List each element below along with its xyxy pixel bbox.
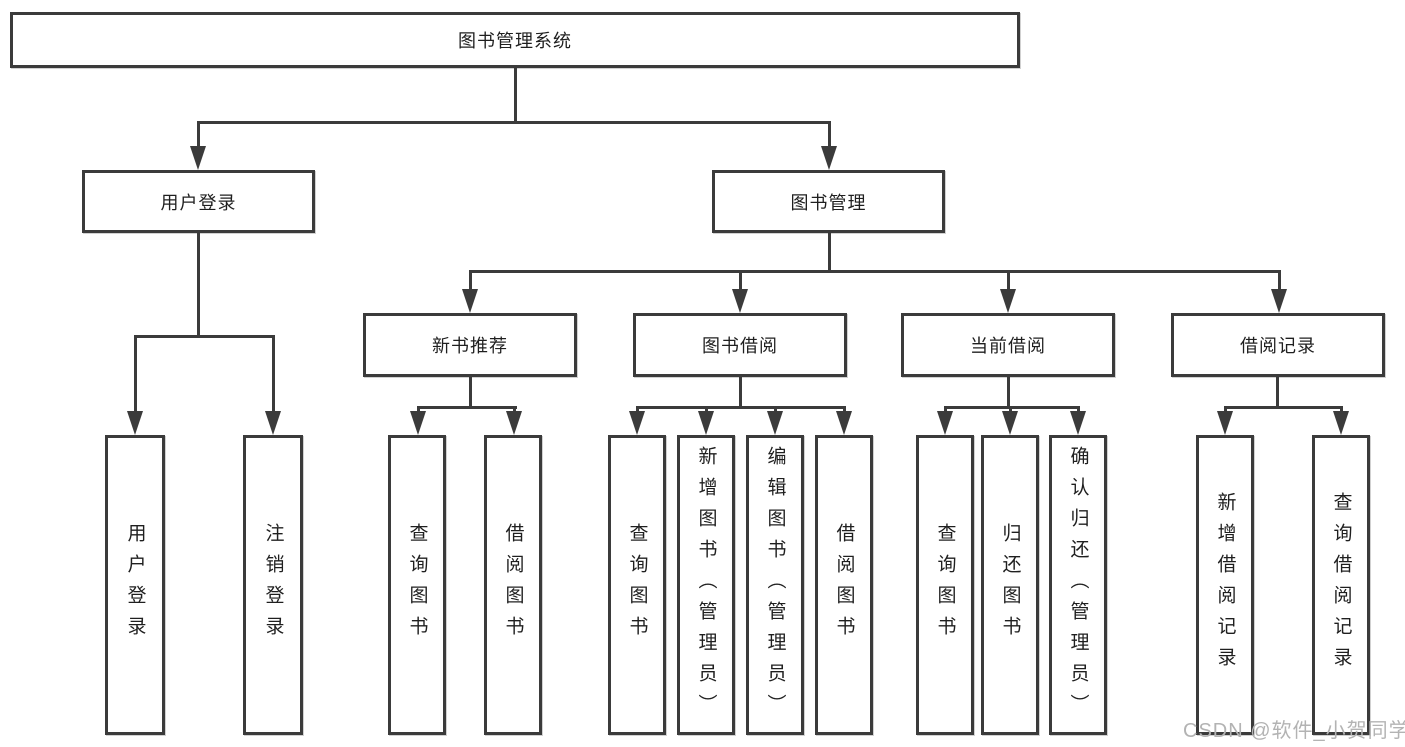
leaf-borrow-lend-books: 借阅图书 [815, 435, 873, 735]
arrowhead-down-icon [937, 411, 953, 435]
node-label: 借阅图书 [833, 523, 855, 647]
connector-line [134, 335, 275, 338]
connector-line [197, 233, 200, 338]
node-user-login: 用户登录 [82, 170, 315, 233]
node-label: 新增借阅记录 [1214, 492, 1236, 678]
leaf-newbook-borrow-books: 借阅图书 [484, 435, 542, 735]
connector-line [514, 68, 517, 124]
connector-line [774, 406, 777, 413]
node-label: 当前借阅 [970, 336, 1046, 356]
leaf-current-query-books: 查询图书 [916, 435, 974, 735]
node-label: 图书管理系统 [458, 31, 572, 51]
node-label: 查询借阅记录 [1330, 492, 1352, 678]
arrowhead-down-icon [836, 411, 852, 435]
connector-line [1009, 406, 1012, 413]
connector-line [469, 270, 1281, 273]
node-label: 查询图书 [626, 523, 648, 647]
node-current-borrowing: 当前借阅 [901, 313, 1115, 377]
node-label: 图书管理 [790, 192, 867, 213]
node-book-management: 图书管理 [712, 170, 945, 233]
leaf-user-login: 用户登录 [105, 435, 165, 735]
arrowhead-down-icon [190, 146, 206, 170]
connector-line [197, 121, 831, 124]
arrowhead-down-icon [1217, 411, 1233, 435]
connector-line [828, 233, 831, 273]
connector-line [1007, 377, 1010, 409]
node-borrow-records: 借阅记录 [1171, 313, 1385, 377]
connector-line [1077, 406, 1080, 413]
leaf-newbook-query-books: 查询图书 [388, 435, 446, 735]
node-label: 注销登录 [262, 523, 284, 647]
connector-line [469, 270, 472, 291]
leaf-return-books: 归还图书 [981, 435, 1039, 735]
arrowhead-down-icon [629, 411, 645, 435]
node-label: 用户登录 [124, 523, 146, 647]
node-label: 查询图书 [406, 523, 428, 647]
node-label: 确认归还（管理员） [1067, 445, 1089, 725]
leaf-add-books-admin: 新增图书（管理员） [677, 435, 735, 735]
node-label: 归还图书 [999, 523, 1021, 647]
connector-line [469, 377, 472, 409]
leaf-add-borrow-record: 新增借阅记录 [1196, 435, 1254, 735]
connector-line [197, 121, 200, 148]
node-label: 图书借阅 [702, 336, 778, 356]
connector-line [417, 406, 517, 409]
arrowhead-down-icon [698, 411, 714, 435]
connector-line [513, 406, 516, 413]
node-label: 用户登录 [160, 192, 237, 213]
connector-line [843, 406, 846, 413]
connector-line [417, 406, 420, 413]
arrowhead-down-icon [821, 146, 837, 170]
node-label: 新书推荐 [432, 336, 508, 356]
connector-line [134, 335, 137, 413]
connector-line [1278, 270, 1281, 291]
connector-line [828, 121, 831, 148]
arrowhead-down-icon [732, 289, 748, 313]
node-label: 编辑图书（管理员） [764, 445, 786, 725]
connector-line [739, 377, 742, 409]
csdn-watermark: CSDN @软件_小贺同学 [1183, 720, 1405, 742]
connector-line [1224, 406, 1342, 409]
node-label: 借阅记录 [1240, 336, 1316, 356]
arrowhead-down-icon [1070, 411, 1086, 435]
connector-line [1340, 406, 1343, 413]
connector-line [705, 406, 708, 413]
leaf-borrow-query-books: 查询图书 [608, 435, 666, 735]
node-label: 新增图书（管理员） [695, 445, 717, 725]
arrowhead-down-icon [1271, 289, 1287, 313]
leaf-confirm-return-admin: 确认归还（管理员） [1049, 435, 1107, 735]
node-label: 查询图书 [934, 523, 956, 647]
connector-line [739, 270, 742, 291]
arrowhead-down-icon [265, 411, 281, 435]
leaf-query-borrow-record: 查询借阅记录 [1312, 435, 1370, 735]
node-book-borrowing: 图书借阅 [633, 313, 847, 377]
leaf-edit-books-admin: 编辑图书（管理员） [746, 435, 804, 735]
arrowhead-down-icon [506, 411, 522, 435]
connector-line [636, 406, 639, 413]
node-new-book-recommend: 新书推荐 [363, 313, 577, 377]
arrowhead-down-icon [767, 411, 783, 435]
connector-line [272, 335, 275, 413]
connector-line [944, 406, 947, 413]
connector-line [636, 406, 846, 409]
arrowhead-down-icon [410, 411, 426, 435]
arrowhead-down-icon [462, 289, 478, 313]
connector-line [1007, 270, 1010, 291]
arrowhead-down-icon [127, 411, 143, 435]
connector-line [1224, 406, 1227, 413]
connector-line [1276, 377, 1279, 409]
leaf-logout: 注销登录 [243, 435, 303, 735]
node-library-management-system: 图书管理系统 [10, 12, 1020, 68]
arrowhead-down-icon [1333, 411, 1349, 435]
arrowhead-down-icon [1000, 289, 1016, 313]
arrowhead-down-icon [1002, 411, 1018, 435]
node-label: 借阅图书 [502, 523, 524, 647]
